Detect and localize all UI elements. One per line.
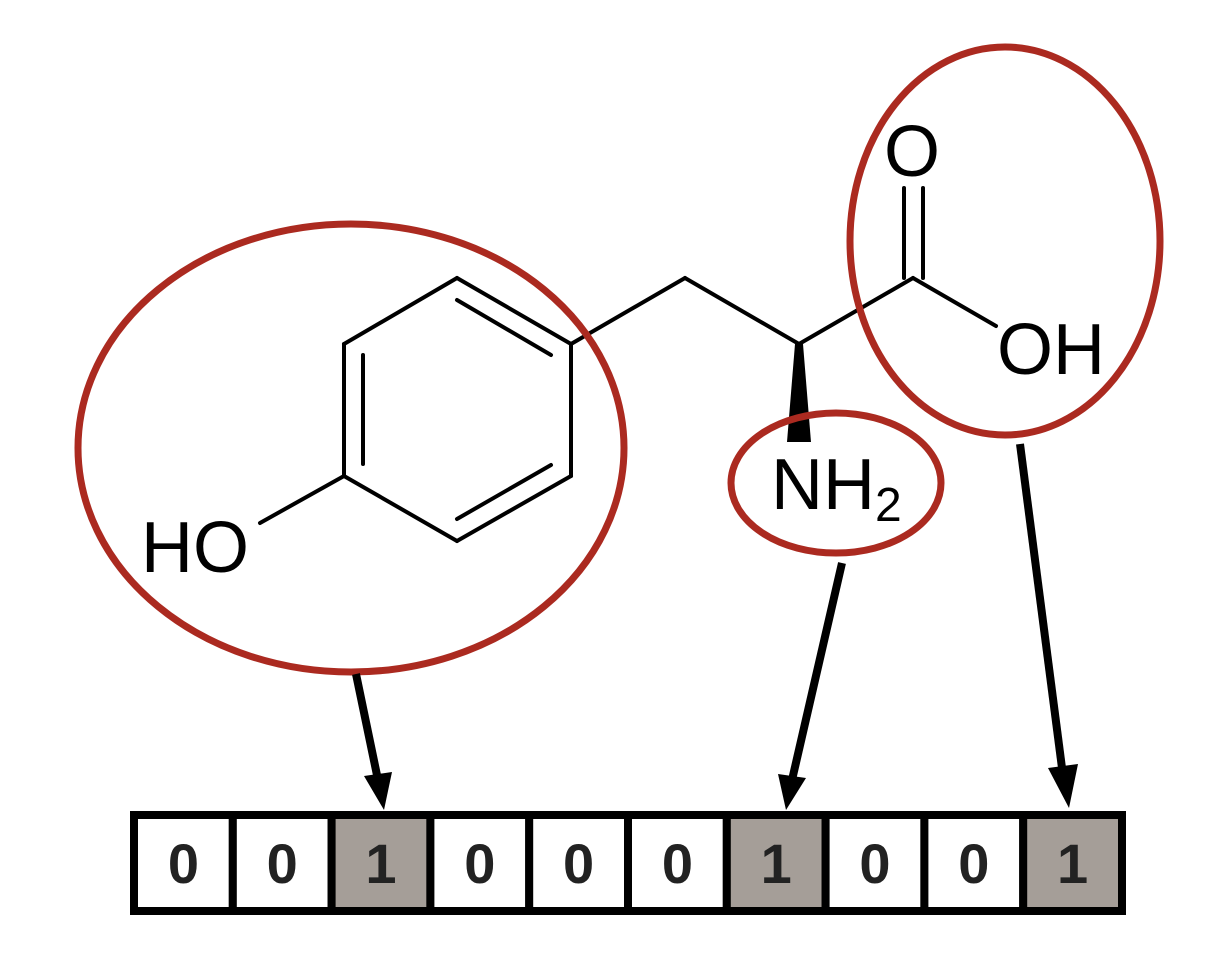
arrowhead bbox=[778, 774, 806, 810]
bit-value: 1 bbox=[1057, 832, 1088, 895]
ring-bond bbox=[342, 474, 459, 543]
highlights bbox=[74, 43, 1164, 676]
bit-cell: 0 bbox=[525, 811, 633, 915]
amine-label: NH2 bbox=[771, 445, 902, 532]
ring-bond bbox=[455, 276, 573, 346]
bit-value: 0 bbox=[563, 832, 594, 895]
bit-cell: 1 bbox=[1019, 811, 1127, 915]
bit-value: 0 bbox=[168, 832, 199, 895]
bit-cell: 0 bbox=[130, 811, 237, 915]
amine-subscript: 2 bbox=[875, 479, 902, 532]
bit-cell: 0 bbox=[228, 811, 336, 915]
chain-bond bbox=[797, 276, 915, 346]
amine-to-bit-arrow bbox=[788, 562, 846, 781]
ring-bond bbox=[455, 474, 573, 543]
bit-value: 0 bbox=[859, 832, 890, 895]
amine-highlight bbox=[727, 409, 945, 557]
bit-value: 0 bbox=[267, 832, 298, 895]
bit-cell-box bbox=[228, 811, 336, 915]
bit-cell: 1 bbox=[327, 811, 435, 915]
molecule-structure bbox=[258, 186, 998, 543]
bit-value: 0 bbox=[464, 832, 495, 895]
mapping-arrows bbox=[352, 443, 1066, 781]
bit-cell-box bbox=[327, 811, 435, 915]
carboxylic-acid-highlight bbox=[846, 43, 1164, 439]
bit-cell-box bbox=[821, 811, 929, 915]
bit-value: 0 bbox=[662, 832, 693, 895]
ring-double-bond-inner bbox=[455, 463, 553, 521]
arrowheads bbox=[364, 764, 1078, 810]
hydroxyl-bond bbox=[258, 474, 346, 525]
arrowhead bbox=[364, 772, 392, 810]
fingerprint-bit-vector: 0 0 1 0 0 0 1 0 0 1 bbox=[130, 811, 1127, 915]
ring-bond bbox=[342, 276, 459, 346]
carbonyl-oxygen-label: O bbox=[884, 112, 940, 192]
acid-hydroxyl-bond bbox=[911, 276, 998, 328]
bit-cell-box bbox=[624, 811, 731, 915]
bit-cell-box bbox=[1019, 811, 1127, 915]
bit-cell-box bbox=[722, 811, 830, 915]
phenol-to-bit-arrow bbox=[352, 673, 382, 781]
wedge-bond bbox=[787, 344, 811, 442]
arrowhead bbox=[1048, 764, 1078, 808]
hydroxyl-label: HO bbox=[141, 508, 249, 588]
bit-value: 1 bbox=[761, 832, 792, 895]
bit-cell: 0 bbox=[821, 811, 929, 915]
bit-cell: 0 bbox=[624, 811, 731, 915]
bit-cell: 1 bbox=[722, 811, 830, 915]
ring-double-bond-inner bbox=[455, 298, 553, 357]
phenol-ring-highlight bbox=[74, 220, 628, 676]
bit-value: 0 bbox=[958, 832, 989, 895]
acid-to-bit-arrow bbox=[1016, 443, 1066, 769]
bit-value: 1 bbox=[365, 832, 396, 895]
bit-cell: 0 bbox=[920, 811, 1028, 915]
chain-bond bbox=[569, 276, 687, 346]
bit-cell: 0 bbox=[426, 811, 534, 915]
chain-bond bbox=[683, 276, 801, 346]
acid-hydroxyl-label: OH bbox=[997, 310, 1105, 390]
